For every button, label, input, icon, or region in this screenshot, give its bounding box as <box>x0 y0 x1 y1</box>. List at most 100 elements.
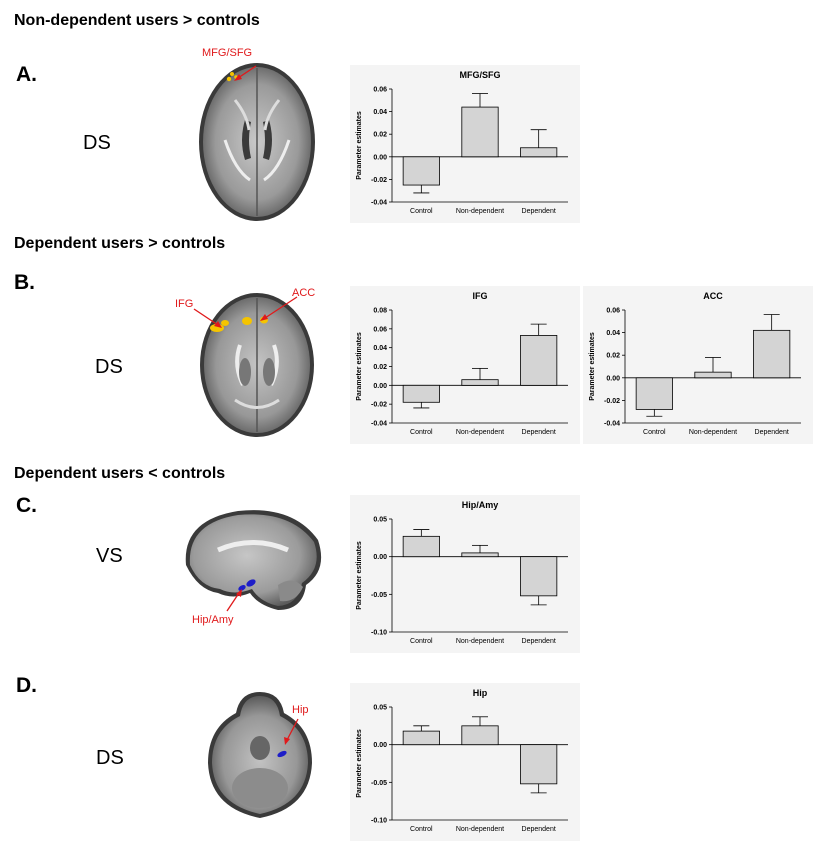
x-tick-label: Control <box>410 208 433 215</box>
y-axis-label: Parameter estimates <box>589 332 596 401</box>
y-tick-label: 0.02 <box>606 353 620 360</box>
y-tick-label: -0.10 <box>371 630 387 637</box>
region-label-d: DS <box>96 747 124 769</box>
activation-blob <box>246 579 256 587</box>
y-tick-label: -0.05 <box>371 780 387 787</box>
brain-label-hip: Hip <box>292 704 309 716</box>
y-axis-label: Parameter estimates <box>356 111 363 180</box>
y-tick-label: -0.02 <box>371 177 387 184</box>
x-tick-label: Control <box>410 429 433 436</box>
activation-blob <box>221 320 229 326</box>
x-tick-label: Non-dependent <box>456 826 504 833</box>
bar <box>520 556 558 597</box>
brain-label-mfg-sfg: MFG/SFG <box>202 47 253 59</box>
x-tick-label: Control <box>410 826 433 833</box>
heading-dependent-gt-controls: Dependent users > controls <box>14 235 226 252</box>
y-tick-label: 0.00 <box>373 554 387 561</box>
chart-title: IFG <box>473 291 488 301</box>
brain-axial-image-a <box>199 63 315 221</box>
y-tick-label: 0.04 <box>606 330 620 337</box>
brain-label-ifg: IFG <box>175 298 194 310</box>
bar <box>520 147 558 158</box>
bar <box>520 335 558 386</box>
panel-label-c: C. <box>16 494 37 517</box>
x-tick-label: Dependent <box>755 429 789 436</box>
chart-title: Hip/Amy <box>462 500 499 510</box>
y-tick-label: 0.02 <box>373 132 387 139</box>
bar <box>635 377 673 410</box>
x-tick-label: Non-dependent <box>456 638 504 645</box>
arrow-icon <box>226 589 242 612</box>
bar <box>402 384 440 403</box>
bar-chart-ifg: IFG Parameter estimates -0.04 -0.02 0.00 0.02… <box>350 286 580 444</box>
y-axis-label: Parameter estimates <box>356 729 363 798</box>
y-tick-label: 0.04 <box>373 345 387 352</box>
y-tick-label: 0.00 <box>606 375 620 382</box>
activation-blob <box>242 317 252 325</box>
panel-label-a: A. <box>16 63 37 86</box>
y-tick-label: -0.10 <box>371 818 387 825</box>
chart-title: MFG/SFG <box>460 70 501 80</box>
bar-chart-mfg-sfg: MFG/SFG Parameter estimates -0.04 -0.02 0.00… <box>350 65 580 223</box>
y-tick-label: 0.08 <box>373 308 387 315</box>
x-tick-label: Non-dependent <box>689 429 737 436</box>
y-tick-label: 0.00 <box>373 742 387 749</box>
chart-title: Hip <box>473 688 488 698</box>
arrow-icon <box>193 308 222 328</box>
activation-blob <box>277 750 287 758</box>
x-tick-label: Dependent <box>522 208 556 215</box>
y-tick-label: 0.04 <box>373 109 387 116</box>
y-tick-label: -0.04 <box>604 421 620 428</box>
x-tick-label: Dependent <box>522 429 556 436</box>
y-tick-label: 0.00 <box>373 154 387 161</box>
x-tick-label: Control <box>410 638 433 645</box>
panel-label-b: B. <box>14 271 35 294</box>
y-tick-label: 0.00 <box>373 383 387 390</box>
heading-nondependent-gt-controls: Non-dependent users > controls <box>14 12 260 29</box>
x-tick-label: Non-dependent <box>456 429 504 436</box>
y-tick-label: 0.05 <box>373 705 387 712</box>
bar <box>402 156 440 186</box>
panel-label-d: D. <box>16 674 37 697</box>
brain-axial-image-b <box>200 293 314 437</box>
brain-axial-image-d <box>208 692 312 818</box>
x-tick-label: Dependent <box>522 638 556 645</box>
brain-label-hip-amy: Hip/Amy <box>192 614 234 626</box>
bar <box>461 106 499 158</box>
bar <box>753 329 791 379</box>
y-tick-label: 0.02 <box>373 364 387 371</box>
bar <box>520 744 558 785</box>
y-axis-label: Parameter estimates <box>356 332 363 401</box>
y-tick-label: 0.06 <box>373 87 387 94</box>
arrow-icon <box>234 65 257 81</box>
bar <box>694 371 732 379</box>
region-label-c: VS <box>96 545 123 567</box>
y-tick-label: -0.05 <box>371 592 387 599</box>
y-tick-label: -0.04 <box>371 421 387 428</box>
activation-blob <box>230 72 234 76</box>
bar <box>461 725 499 746</box>
chart-title: ACC <box>703 291 723 301</box>
y-tick-label: 0.05 <box>373 517 387 524</box>
x-tick-label: Dependent <box>522 826 556 833</box>
arrow-icon <box>284 718 299 745</box>
y-tick-label: -0.02 <box>371 402 387 409</box>
region-label-b: DS <box>95 356 123 378</box>
y-tick-label: -0.04 <box>371 200 387 207</box>
y-axis-label: Parameter estimates <box>356 541 363 610</box>
x-tick-label: Control <box>643 429 666 436</box>
bar <box>461 552 499 558</box>
bar <box>461 379 499 386</box>
arrow-icon <box>260 296 298 321</box>
activation-blob <box>226 76 232 82</box>
x-tick-label: Non-dependent <box>456 208 504 215</box>
y-tick-label: 0.06 <box>606 308 620 315</box>
region-label-a: DS <box>83 132 111 154</box>
y-tick-label: 0.06 <box>373 326 387 333</box>
heading-dependent-lt-controls: Dependent users < controls <box>14 465 226 482</box>
activation-blob <box>238 585 246 591</box>
bar <box>402 730 440 746</box>
